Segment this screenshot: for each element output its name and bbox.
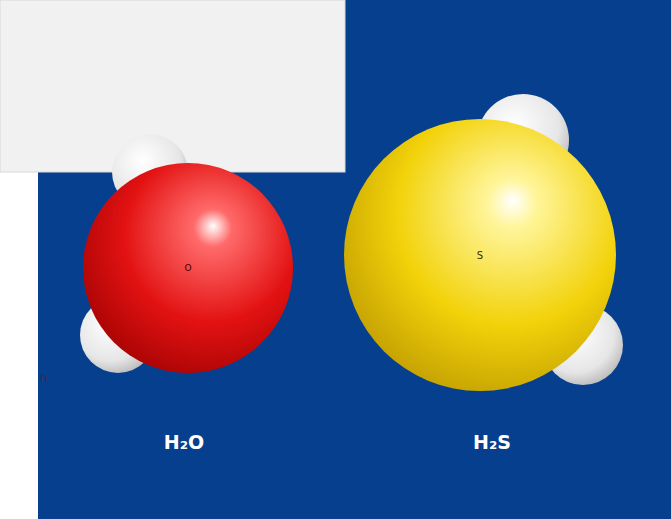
formula-label: H₂O	[164, 431, 204, 453]
element-symbol: S	[477, 250, 483, 261]
formula-label: H₂S	[473, 431, 511, 453]
element-symbol: O	[184, 263, 191, 273]
cut-off-text: n	[40, 371, 48, 385]
atom-sphere: O	[83, 163, 293, 373]
atom-sphere: S	[344, 119, 616, 391]
